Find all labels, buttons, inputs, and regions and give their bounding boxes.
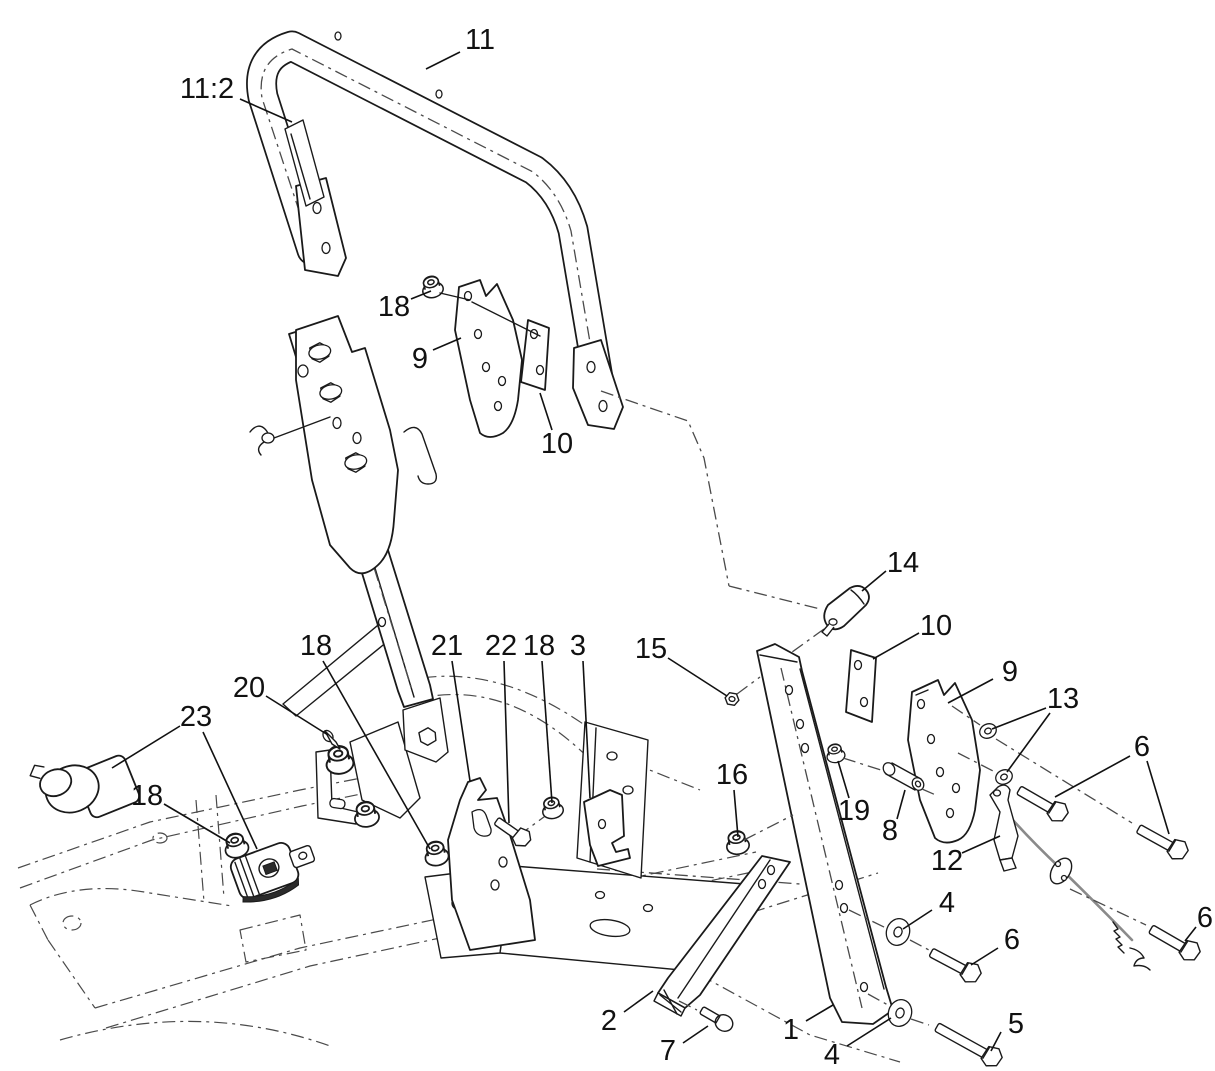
part-10-plate-left	[520, 319, 550, 391]
callout-leader-9	[432, 337, 462, 351]
callout-label-9: 9	[1002, 656, 1018, 688]
callout-leader-19	[837, 760, 850, 799]
part-11-rollbar-hoop	[246, 30, 624, 430]
part-18-nut-top	[418, 273, 446, 301]
part-6-bolt-d	[925, 941, 985, 988]
callout-label-8: 8	[882, 815, 898, 847]
callout-label-15: 15	[635, 633, 667, 665]
part-13-washer-a	[976, 720, 1000, 742]
callout-label-10: 10	[541, 428, 573, 460]
callout-label-11:2: 11:2	[180, 73, 234, 105]
part-6-bolt-c	[1145, 918, 1204, 966]
part-11-2-decal	[284, 119, 325, 207]
callout-leader-18	[163, 803, 231, 844]
part-22-bolt	[494, 817, 532, 847]
callout-label-6: 6	[1134, 731, 1150, 763]
callout-leader-21	[451, 660, 471, 782]
callout-label-10: 10	[920, 610, 952, 642]
callout-label-20: 20	[233, 672, 265, 704]
part-9-plate-left	[454, 279, 523, 438]
part-13-washer-b	[992, 766, 1016, 788]
alignment-lines-main	[600, 390, 825, 695]
callout-label-16: 16	[716, 759, 748, 791]
callout-label-11: 11	[465, 24, 495, 56]
callout-leader-12	[961, 835, 1001, 854]
callout-label-18: 18	[523, 630, 555, 662]
callout-label-13: 13	[1047, 683, 1079, 715]
callout-leader-18	[410, 290, 432, 300]
callout-leader-11:2	[239, 98, 293, 123]
callout-leader-2	[623, 990, 654, 1013]
callout-label-1: 1	[783, 1014, 799, 1046]
callout-label-5: 5	[1008, 1008, 1024, 1040]
part-7-carriage-bolt	[699, 1006, 734, 1032]
callout-label-6: 6	[1004, 924, 1020, 956]
callout-leader-7	[682, 1025, 709, 1044]
callouts: 1111:21891014109136151619812466541722318…	[111, 24, 1213, 1071]
callout-label-12: 12	[931, 845, 963, 877]
callout-leader-13	[1006, 712, 1051, 773]
part-20-pin	[322, 729, 341, 750]
callout-leader-4	[846, 1017, 892, 1047]
callout-leader-13	[991, 707, 1047, 730]
part-6-bolt-b	[1132, 818, 1192, 865]
part-23-buckle-switch	[229, 842, 316, 903]
callout-leader-9	[947, 678, 994, 704]
part-4-washer-a	[882, 914, 914, 950]
callout-leader-6	[1146, 760, 1170, 835]
callout-leader-23	[111, 725, 181, 769]
callout-leader-15	[667, 657, 728, 697]
callout-label-18: 18	[300, 630, 332, 662]
left-upright-assembly	[249, 315, 438, 717]
callout-leader-18	[541, 660, 553, 804]
callout-leader-16	[733, 789, 739, 838]
callout-label-2: 2	[601, 1005, 617, 1037]
callout-leader-18	[322, 660, 431, 850]
callout-label-22: 22	[485, 630, 517, 662]
part-2-brace	[653, 855, 791, 1017]
callout-label-3: 3	[570, 630, 586, 662]
callout-label-14: 14	[887, 547, 919, 579]
part-8-spacer	[882, 762, 925, 791]
callout-label-6: 6	[1197, 902, 1213, 934]
part-19-nut	[824, 741, 847, 765]
part-1-upright	[756, 643, 894, 1025]
part-14-bumper	[821, 585, 870, 637]
callout-leader-1	[805, 1004, 834, 1022]
callout-leader-20	[265, 695, 329, 736]
part-23-boot	[29, 754, 141, 819]
callout-leader-5	[990, 1031, 1002, 1052]
alignment-lines-right	[678, 705, 1133, 1026]
callout-label-7: 7	[660, 1035, 676, 1067]
part-21-bracket	[447, 777, 536, 951]
callout-label-4: 4	[939, 887, 955, 919]
callout-leader-10	[872, 632, 920, 660]
callout-leader-10	[539, 392, 553, 431]
callout-leader-22	[503, 660, 510, 824]
callout-leader-3	[582, 660, 591, 799]
callout-leader-8	[896, 789, 906, 820]
callout-label-18: 18	[378, 291, 410, 323]
callout-label-19: 19	[838, 795, 870, 827]
part-3-bracket	[583, 789, 631, 867]
part-10-plate-right	[845, 649, 877, 723]
callout-leader-14	[861, 570, 887, 592]
callout-leader-6	[970, 947, 999, 966]
part-12-latch-rod	[989, 784, 1151, 971]
callout-label-23: 23	[180, 701, 212, 733]
part-6-bolt-a	[1013, 779, 1072, 827]
callout-leader-11	[425, 51, 461, 70]
callout-leader-6	[1184, 926, 1197, 942]
callout-leader-4	[902, 909, 933, 930]
callout-leader-23	[202, 731, 258, 850]
part-9-plate-right	[907, 679, 981, 844]
callout-label-9: 9	[412, 343, 428, 375]
callout-leader-6	[1054, 755, 1131, 798]
callout-label-21: 21	[431, 630, 463, 662]
callout-label-4: 4	[824, 1039, 840, 1071]
callout-label-18: 18	[131, 780, 163, 812]
